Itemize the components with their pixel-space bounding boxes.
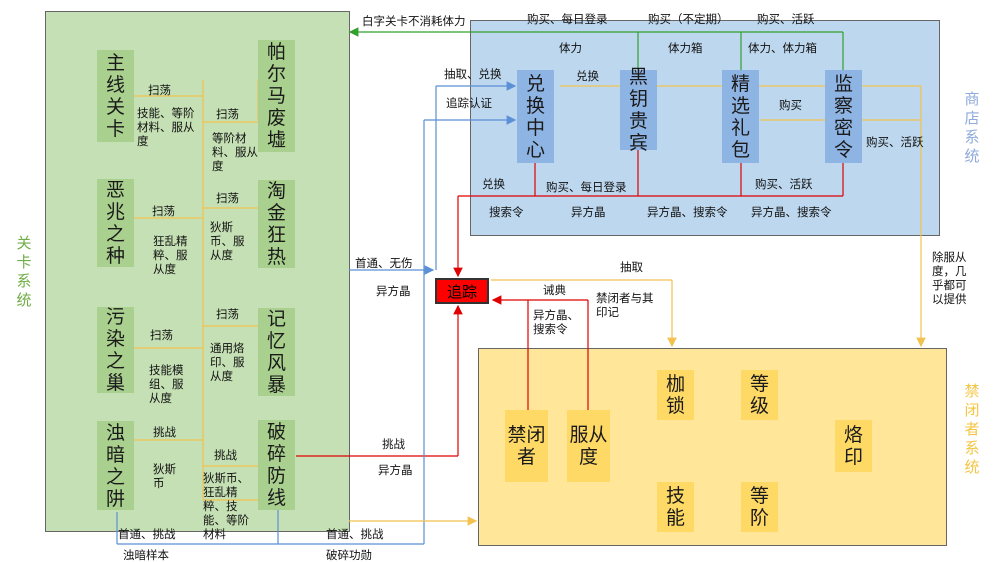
label-sweep-5-desc: 技能模组、服从度: [149, 363, 184, 405]
label-exchange-top: 兑换: [576, 69, 599, 83]
label-buy-active-top: 购买、活跃: [757, 12, 815, 26]
node-shackle[interactable]: 枷锁: [657, 370, 694, 420]
label-first-challenge-2: 首通、挑战: [326, 527, 384, 541]
label-first-clear: 首通、无伤: [355, 256, 413, 270]
label-dark-sample: 浊暗样本: [123, 548, 169, 562]
prisoner-system-title: 禁闭者系统: [964, 382, 980, 476]
label-buy-active-bottom: 购买、活跃: [755, 177, 813, 191]
label-sweep-2: 扫荡: [216, 107, 239, 121]
node-obedience[interactable]: 服从度: [567, 410, 610, 482]
label-codex: 诫典: [543, 283, 566, 297]
node-inspection-pass[interactable]: 监察密令: [825, 70, 862, 163]
label-search-order: 搜索令: [489, 205, 524, 219]
label-anomaly-search-1: 异方晶、搜索令: [647, 205, 728, 219]
node-gold-rush[interactable]: 淘金狂热: [258, 180, 295, 268]
label-draw-tracking: 抽取: [620, 260, 643, 274]
level-system-title: 关卡系统: [16, 234, 32, 309]
label-exchange-bottom: 兑换: [482, 177, 505, 191]
node-level[interactable]: 等级: [741, 370, 778, 420]
level-system-region: [45, 11, 350, 532]
node-memory-storm[interactable]: 记忆风暴: [258, 308, 295, 396]
node-prisoner[interactable]: 禁闭者: [505, 410, 548, 482]
node-rank[interactable]: 等阶: [741, 482, 778, 532]
label-track-cert: 追踪认证: [446, 96, 492, 110]
label-sweep-6-desc: 通用烙印、服从度: [210, 341, 245, 383]
node-skill[interactable]: 技能: [657, 482, 694, 532]
label-buy-active-right: 购买、活跃: [866, 135, 924, 149]
node-parma-ruins[interactable]: 帕尔马废墟: [258, 40, 295, 152]
label-anomaly-left: 异方晶: [376, 284, 411, 298]
node-dark-trap[interactable]: 浊暗之阱: [97, 421, 134, 510]
label-sweep-3: 扫荡: [152, 204, 175, 218]
label-white-stage: 白字关卡不消耗体力: [362, 14, 466, 28]
label-except-obedience: 除服从度，几乎都可以提供: [932, 250, 967, 306]
label-stamina-and-box: 体力、体力箱: [748, 41, 817, 55]
label-sweep-4-desc: 狄斯币、服从度: [210, 220, 245, 262]
node-omen-seed[interactable]: 恶兆之种: [97, 179, 134, 267]
label-anomaly-1: 异方晶: [571, 205, 606, 219]
node-tracking[interactable]: 追踪: [435, 278, 489, 304]
label-buy-daily-top: 购买、每日登录: [527, 12, 608, 26]
node-gift-pack[interactable]: 精选礼包: [722, 70, 759, 163]
label-stamina-box: 体力箱: [668, 41, 703, 55]
label-challenge-2-desc: 狄斯币、狂乱精粹、技能、等阶材料: [203, 471, 249, 541]
label-sweep-4: 扫荡: [216, 191, 239, 205]
node-breach-line[interactable]: 破碎防线: [258, 420, 295, 510]
label-sweep-1-desc: 技能、等阶材料、服从度: [137, 106, 195, 148]
label-buy-daily-bottom: 购买、每日登录: [546, 180, 627, 194]
node-pollution-nest[interactable]: 污染之巢: [97, 306, 134, 394]
label-sweep-3-desc: 狂乱精粹、服从度: [153, 234, 188, 276]
label-sweep-1: 扫荡: [148, 83, 171, 97]
label-challenge-right: 挑战: [382, 437, 405, 451]
label-anomaly-search-2: 异方晶、搜索令: [751, 205, 832, 219]
node-main-stage[interactable]: 主线关卡: [97, 50, 134, 142]
label-sweep-5: 扫荡: [150, 328, 173, 342]
label-sweep-6: 扫荡: [216, 307, 239, 321]
label-buy-mid: 购买: [779, 98, 802, 112]
label-sweep-2-desc: 等阶材料、服从度: [212, 131, 258, 173]
node-brand[interactable]: 烙印: [835, 420, 872, 472]
label-prisoner-mark: 禁闭者与其印记: [596, 291, 654, 319]
label-challenge-1: 挑战: [153, 425, 176, 439]
node-exchange-center[interactable]: 兑换中心: [517, 70, 554, 163]
label-first-challenge-1: 首通、挑战: [118, 527, 176, 541]
label-buy-irregular: 购买（不定期）: [648, 12, 729, 26]
label-stamina: 体力: [559, 41, 582, 55]
label-draw-exchange: 抽取、兑换: [444, 67, 502, 81]
node-black-key-vip[interactable]: 黑钥贵宾: [620, 66, 657, 154]
label-anomaly-search-tracking: 异方晶、搜索令: [533, 308, 579, 336]
label-challenge-2: 挑战: [214, 448, 237, 462]
label-breach-medal: 破碎功勋: [326, 548, 372, 562]
label-anomaly-right: 异方晶: [378, 463, 413, 477]
label-challenge-1-desc: 狄斯币: [153, 462, 176, 490]
shop-system-title: 商店系统: [964, 90, 980, 165]
